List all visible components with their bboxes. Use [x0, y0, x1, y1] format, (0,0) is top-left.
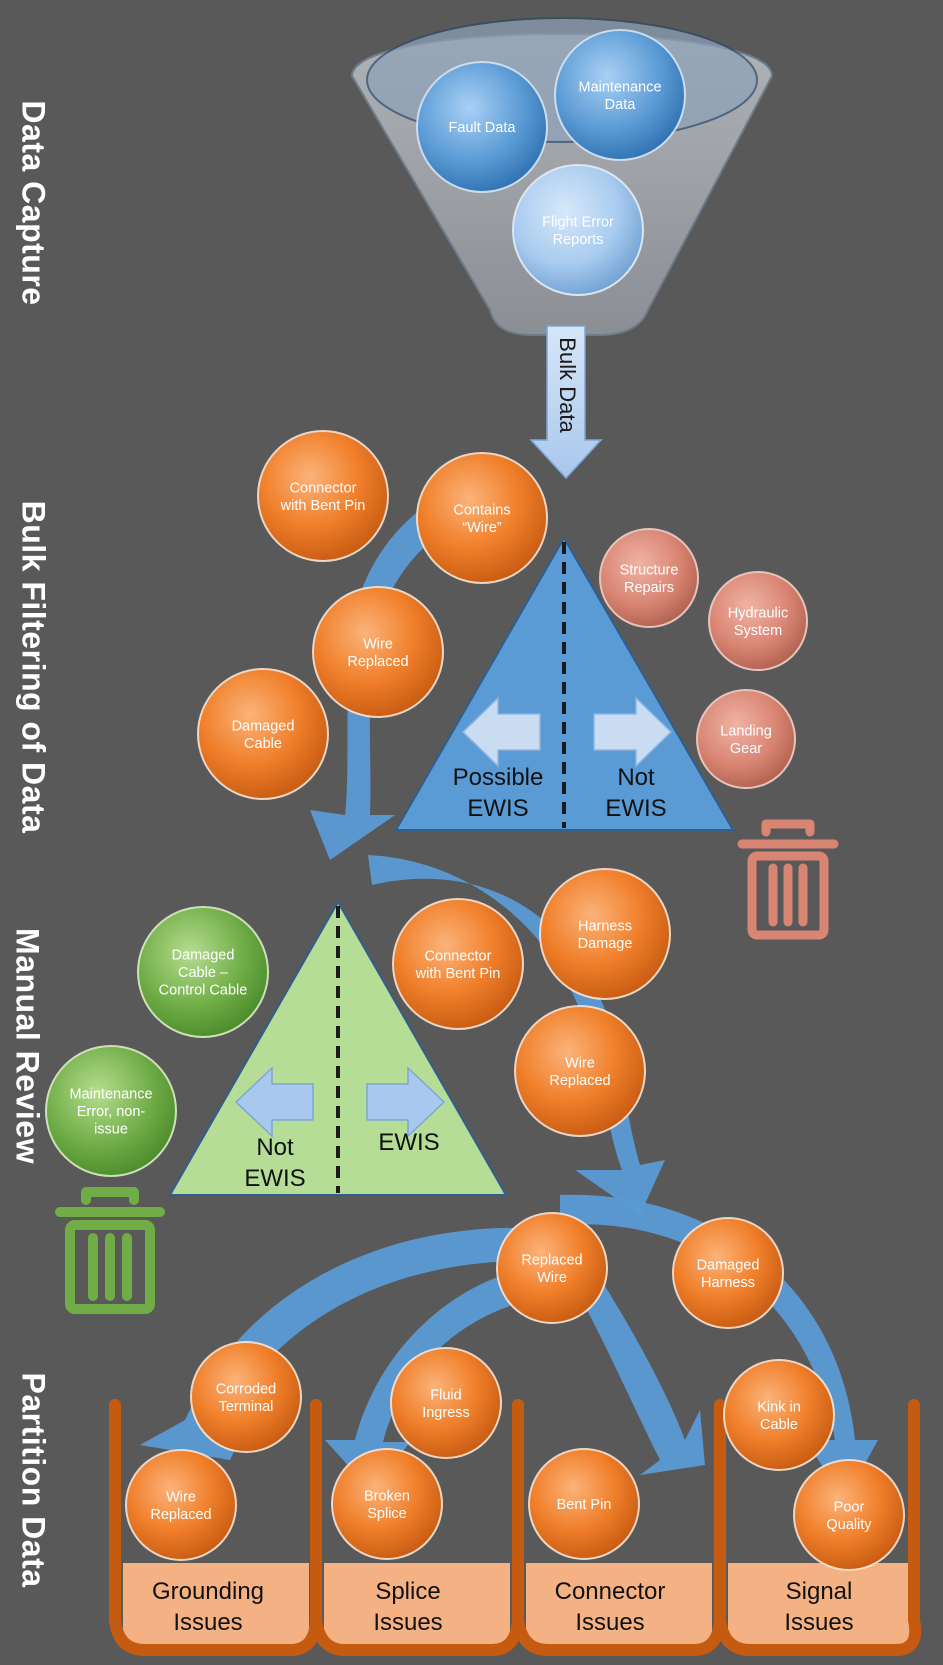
stage-label-bulk-filtering: Bulk Filtering of Data	[15, 500, 52, 834]
arc-to-splice	[325, 1270, 530, 1492]
trash-icon	[737, 819, 839, 940]
bulk-data-label: Bulk Data	[555, 337, 580, 433]
bubble-wire-replaced	[514, 1005, 646, 1137]
input-bubble-fault-data	[416, 61, 548, 193]
bubble-connector-bent-pin	[392, 898, 524, 1030]
bubble-kink-in-cable	[723, 1359, 835, 1471]
bubble-damaged-harness	[672, 1217, 784, 1329]
bins	[109, 1399, 922, 1656]
bubble-hydraulic-system	[708, 571, 808, 671]
input-bubble-flight-error-reports	[512, 164, 644, 296]
trash-icon	[55, 1187, 165, 1314]
bulk-filter-triangle	[394, 535, 735, 831]
bulk-data-arrow: Bulk Data	[529, 325, 603, 480]
bubble-damaged-cable	[197, 668, 329, 800]
bubble-broken-splice	[331, 1448, 443, 1560]
label-ewis: EWIS	[378, 1129, 439, 1156]
bubble-structure-repairs	[599, 528, 699, 628]
bubble-landing-gear	[696, 689, 796, 789]
bin-signal	[714, 1399, 922, 1656]
bubble-bent-pin	[528, 1448, 640, 1560]
bubble-corroded-terminal	[190, 1341, 302, 1453]
circles-layer	[45, 29, 905, 1571]
left-arrow-icon	[234, 1066, 314, 1138]
bubble-connector-bent-pin	[257, 430, 389, 562]
bubble-wire-replaced	[312, 586, 444, 718]
stage-label-manual-review: Manual Review	[9, 928, 46, 1164]
arc-to-connector	[565, 1262, 705, 1475]
stage-label-data-capture: Data Capture	[15, 100, 52, 306]
input-bubble-fault-data-label: Fault Data	[449, 120, 517, 136]
bubble-contains-wire	[416, 452, 548, 584]
bulk-flow-arrow	[310, 470, 530, 860]
left-arrow-icon	[461, 696, 541, 768]
input-bubble-maintenance-data	[554, 29, 686, 161]
bubble-contains-wire-label: Contains“Wire”	[453, 502, 510, 535]
bubble-wire-replaced	[125, 1449, 237, 1561]
bubble-damaged-cable-control	[137, 906, 269, 1038]
bubble-replaced-wire	[496, 1212, 608, 1324]
bin-splice	[310, 1399, 524, 1656]
right-arrow-icon	[366, 1066, 446, 1138]
bubble-poor-quality	[793, 1459, 905, 1571]
bubble-maintenance-error	[45, 1045, 177, 1177]
manual-review-triangle	[168, 899, 508, 1196]
right-arrow-icon	[593, 696, 673, 768]
stage-label-partition: Partition Data	[15, 1372, 52, 1588]
bubble-fluid-ingress	[390, 1347, 502, 1459]
bubble-harness-damage	[539, 868, 671, 1000]
bubble-bent-pin-label: Bent Pin	[557, 1497, 612, 1513]
